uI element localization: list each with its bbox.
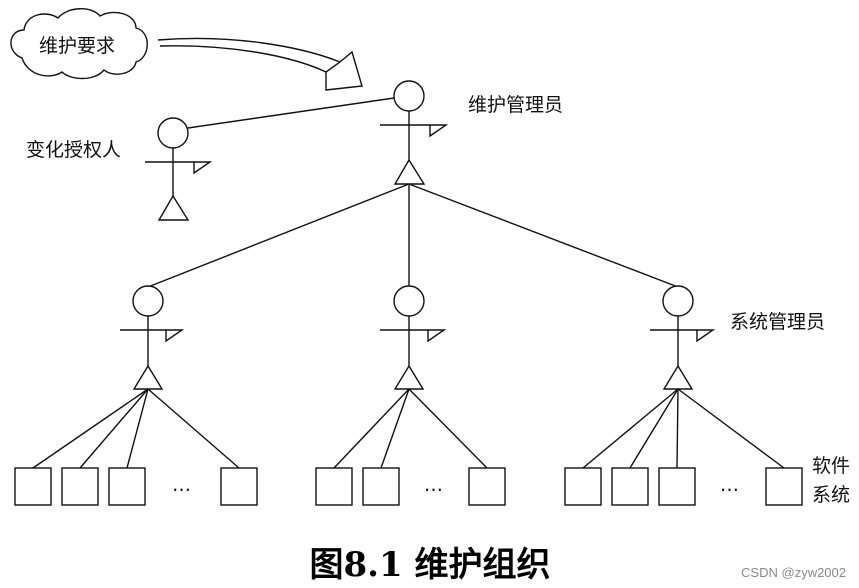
software-system-box: [108, 467, 146, 506]
request-arrow: [157, 37, 363, 91]
software-system-box: [468, 467, 506, 506]
ellipsis-3: …: [720, 474, 739, 496]
software-system-box: [315, 467, 353, 506]
software-system-box: [220, 467, 258, 506]
watermark: CSDN @zyw2002: [741, 565, 846, 580]
software-system-box: [61, 467, 99, 506]
system-manager-figure-2: [380, 285, 447, 390]
change-authority-label: 变化授权人: [26, 139, 121, 161]
software-system-box: [658, 467, 696, 506]
software-group-2: …: [315, 388, 506, 506]
manager-links: [147, 183, 679, 288]
software-system-box: [564, 467, 602, 506]
system-manager-figure-3: [650, 285, 716, 390]
software-label-line1: 软件: [812, 455, 850, 477]
figure-caption: 图8.1 维护组织: [310, 545, 551, 585]
software-group-3: …: [564, 388, 803, 506]
software-system-box: [14, 467, 52, 506]
change-authority-figure: [145, 117, 213, 221]
system-manager-label: 系统管理员: [730, 311, 825, 333]
maintenance-manager-figure: [380, 80, 449, 185]
software-group-1: …: [14, 388, 258, 506]
authority-link: [187, 97, 395, 129]
software-system-box: [611, 467, 649, 506]
system-manager-figure-1: [120, 285, 185, 390]
ellipsis-1: …: [172, 474, 191, 496]
software-label-line2: 系统: [812, 484, 850, 506]
software-system-box: [362, 467, 400, 506]
maintenance-manager-label: 维护管理员: [468, 94, 563, 116]
request-cloud: 维护要求: [10, 8, 148, 80]
request-label: 维护要求: [39, 35, 115, 57]
software-system-box: [765, 467, 803, 506]
ellipsis-2: …: [424, 474, 443, 496]
